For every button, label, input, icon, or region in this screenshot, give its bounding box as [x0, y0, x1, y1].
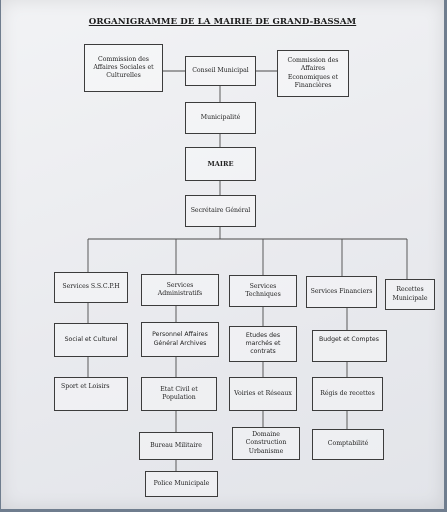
services-administratifs-box: Services Administratifs — [141, 274, 219, 306]
voiries-reseaux-box: Voiries et Réseaux — [229, 377, 297, 411]
services-financiers-box: Services Financiers — [306, 276, 377, 308]
domaine-construction-box: Domaine Construction Urbanisme — [232, 427, 300, 460]
regis-recettes-box: Régis de recettes — [312, 377, 383, 411]
maire-box: MAIRE — [185, 147, 256, 181]
social-culturel-box: Social et Culturel — [54, 323, 128, 357]
etudes-marches-box: Etudes des marchés et contrats — [229, 326, 297, 362]
police-municipale-box: Police Municipale — [145, 471, 218, 497]
services-sscph-box: Services S.S.C.P.H — [54, 272, 128, 303]
sport-loisirs-box: Sport et Loisirs — [54, 377, 128, 411]
municipalite-box: Municipalité — [185, 102, 256, 134]
recettes-municipale-box: Recettes Municipale — [385, 279, 435, 310]
commission-sociales-box: Commission des Affaires Sociales et Cult… — [84, 44, 163, 92]
secretaire-general-box: Secrétaire Général — [185, 195, 256, 227]
budget-comptes-box: Budget et Comptes — [312, 330, 387, 362]
services-techniques-box: Services Techniques — [229, 275, 297, 307]
conseil-municipal-box: Conseil Municipal — [185, 56, 256, 86]
comptabilite-box: Comptabilité — [312, 429, 384, 460]
chart-title: ORGANIGRAMME DE LA MAIRIE DE GRAND-BASSA… — [88, 17, 357, 27]
etat-civil-box: Etat Civil et Population — [141, 377, 217, 411]
bureau-militaire-box: Bureau Militaire — [139, 432, 213, 460]
personnel-affaires-box: Personnel Affaires Général Archives — [141, 322, 219, 357]
commission-economiques-box: Commission des Affaires Economiques et F… — [277, 50, 349, 97]
